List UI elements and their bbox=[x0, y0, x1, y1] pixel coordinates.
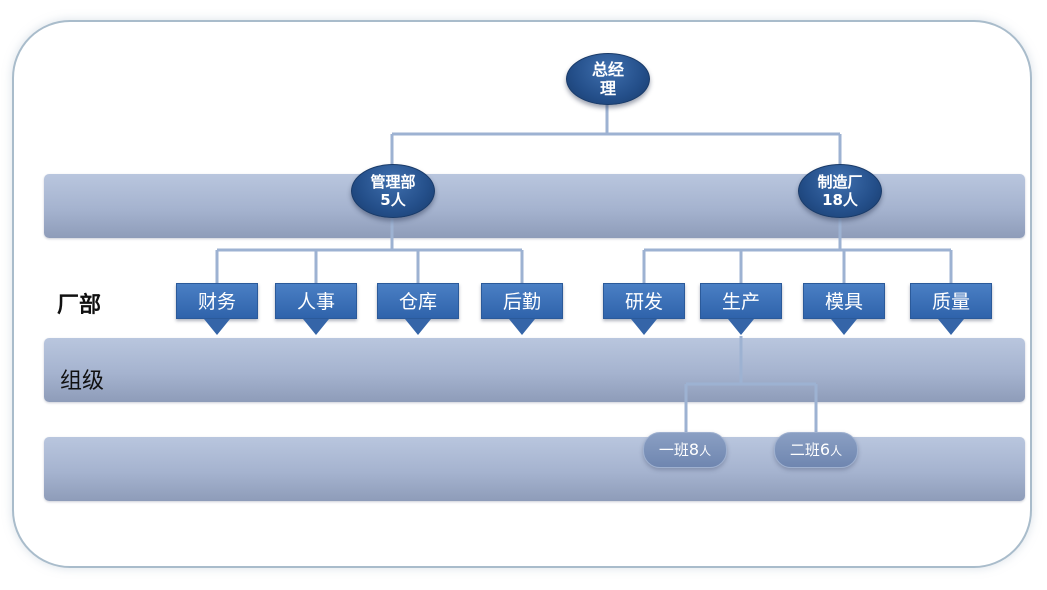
arrow-down-rnd bbox=[631, 319, 657, 335]
arrow-down-logistics bbox=[509, 319, 535, 335]
dept-box-hr: 人事 bbox=[275, 283, 357, 319]
team-2-unit: 人 bbox=[830, 444, 843, 458]
arrow-down-quality bbox=[938, 319, 964, 335]
dept-box-finance: 财务 bbox=[176, 283, 258, 319]
level-label-factory: 厂部 bbox=[57, 293, 102, 318]
arrow-down-mold bbox=[831, 319, 857, 335]
node-management-dept: 管理部 5人 bbox=[351, 164, 435, 218]
team-1-unit: 人 bbox=[699, 444, 712, 458]
arrow-down-warehouse bbox=[405, 319, 431, 335]
team-2-name: 二班 bbox=[789, 441, 820, 459]
arrow-down-production bbox=[728, 319, 754, 335]
dept-box-production: 生产 bbox=[700, 283, 782, 319]
band-team bbox=[44, 437, 1025, 501]
team-pill-2: 二班6人 bbox=[774, 432, 858, 468]
node-manufacturing-plant-line2: 18人 bbox=[822, 191, 858, 209]
node-general-manager-line1: 总经 bbox=[591, 59, 624, 79]
team-1-name: 一班 bbox=[658, 441, 689, 459]
node-management-dept-line1: 管理部 bbox=[370, 173, 416, 191]
team-pill-1: 一班8人 bbox=[643, 432, 727, 468]
band-group bbox=[44, 338, 1025, 402]
dept-box-warehouse: 仓库 bbox=[377, 283, 459, 319]
node-manufacturing-plant: 制造厂 18人 bbox=[798, 164, 882, 218]
arrow-down-finance bbox=[204, 319, 230, 335]
level-label-group: 组级 bbox=[60, 369, 105, 394]
dept-box-rnd: 研发 bbox=[603, 283, 685, 319]
node-general-manager-line2: 理 bbox=[599, 79, 616, 98]
node-manufacturing-plant-line1: 制造厂 bbox=[817, 173, 863, 191]
arrow-down-hr bbox=[303, 319, 329, 335]
team-1-count: 8 bbox=[688, 440, 700, 459]
dept-box-quality: 质量 bbox=[910, 283, 992, 319]
node-management-dept-line2: 5人 bbox=[380, 191, 406, 209]
team-2-count: 6 bbox=[819, 440, 831, 459]
dept-box-mold: 模具 bbox=[803, 283, 885, 319]
dept-box-logistics: 后勤 bbox=[481, 283, 563, 319]
node-general-manager: 总经 理 bbox=[566, 53, 650, 105]
